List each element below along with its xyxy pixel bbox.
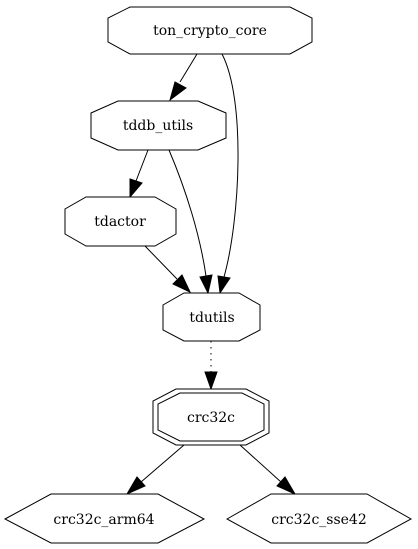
edge-crc32c-to-crc32c_arm64 — [125, 444, 185, 496]
edge-tdactor-to-tdutils — [144, 245, 192, 294]
edge-ton_crypto_core-to-tddb_utils — [169, 53, 198, 102]
edge-tdutils-to-crc32c — [204, 341, 218, 391]
node-crc32c_sse42[interactable]: crc32c_sse42 — [225, 493, 413, 544]
node-label: crc32c_arm64 — [53, 512, 154, 528]
node-ton_crypto_core[interactable]: ton_crypto_core — [107, 6, 313, 55]
edge-crc32c-to-crc32c_sse42 — [239, 444, 297, 496]
node-label: crc32c — [187, 410, 235, 426]
node-tddb_utils[interactable]: tddb_utils — [90, 100, 227, 151]
node-label: tdutils — [189, 310, 234, 326]
node-crc32c[interactable]: crc32c — [152, 388, 270, 446]
node-tdutils[interactable]: tdutils — [162, 292, 261, 342]
node-crc32c_arm64[interactable]: crc32c_arm64 — [3, 493, 206, 544]
edge-tddb_utils-to-tdutils — [168, 149, 213, 295]
node-label: ton_crypto_core — [153, 23, 267, 39]
node-label: crc32c_sse42 — [271, 512, 367, 528]
node-tdactor[interactable]: tdactor — [64, 196, 177, 247]
edge-tddb_utils-to-tdactor — [129, 149, 149, 199]
node-label: tddb_utils — [123, 118, 193, 134]
edge-ton_crypto_core-to-tdutils — [217, 53, 239, 295]
node-label: tdactor — [94, 214, 146, 230]
